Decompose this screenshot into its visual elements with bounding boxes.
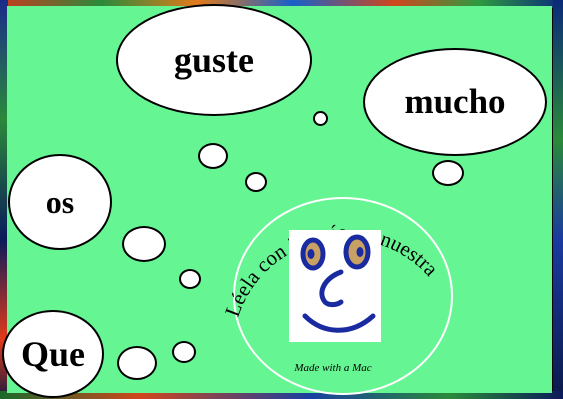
thought-dot — [179, 269, 201, 289]
border-right — [553, 0, 563, 399]
thought-dot — [122, 226, 166, 262]
bubble-que: Que — [2, 310, 104, 398]
thought-dot — [117, 346, 157, 380]
border-top — [0, 0, 563, 8]
thought-dot — [198, 143, 228, 169]
smiley-face-drawing — [300, 234, 376, 333]
bubble-os: os — [8, 154, 112, 250]
bubble-mucho-text: mucho — [404, 82, 506, 121]
border-bottom — [0, 391, 563, 399]
bubble-mucho: mucho — [363, 48, 547, 156]
bubble-os-text: os — [45, 183, 75, 220]
smiley-face-icon — [289, 230, 381, 342]
bubble-guste-text: guste — [174, 40, 254, 80]
thought-dot — [245, 172, 267, 192]
thought-dot — [172, 341, 196, 363]
border-left — [0, 0, 8, 399]
face-circle — [233, 197, 453, 395]
made-with-mac-caption: Made with a Mac — [294, 362, 372, 374]
thought-dot — [432, 160, 464, 186]
thought-dot — [313, 111, 328, 126]
bubble-guste: guste — [116, 4, 312, 116]
bubble-que-text: Que — [20, 334, 85, 374]
